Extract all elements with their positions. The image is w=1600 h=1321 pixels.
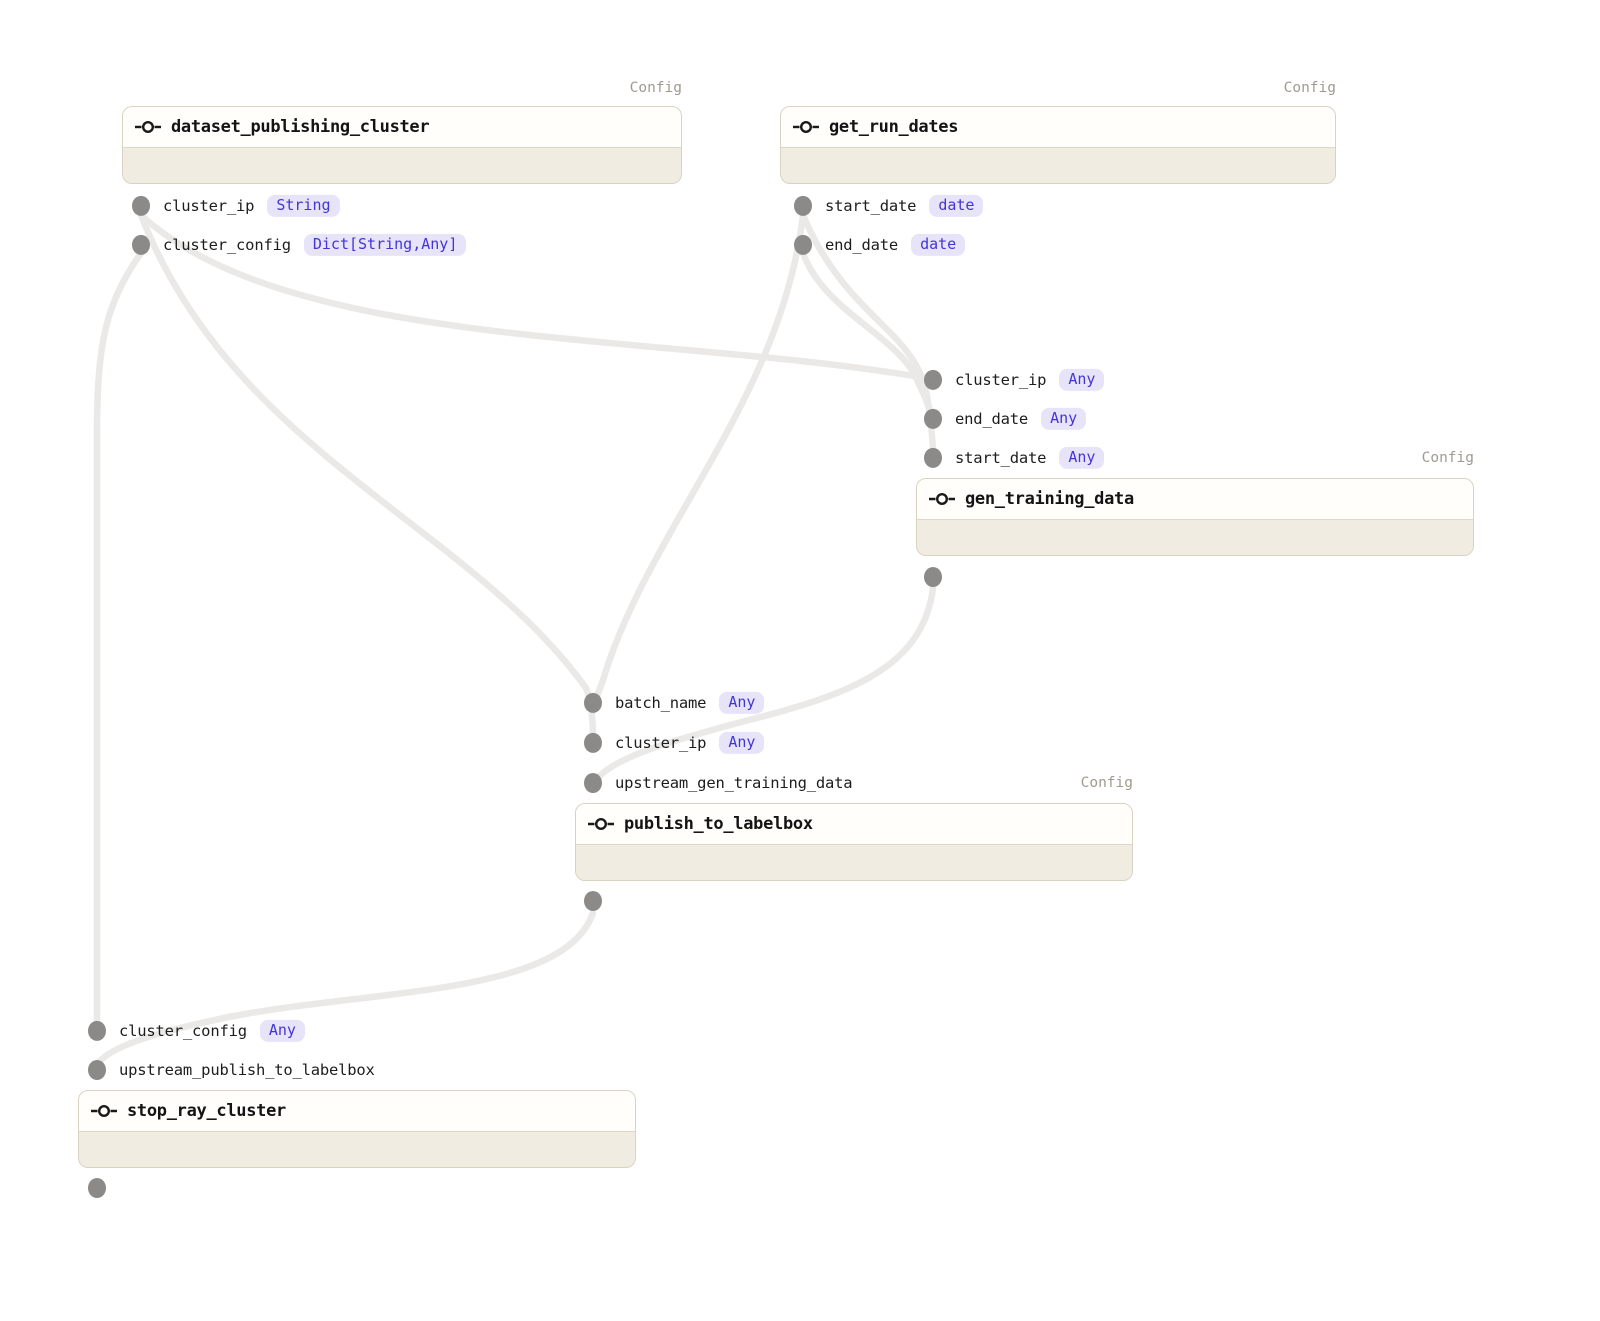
output-port-row-cluster_ip-dataset_publishing_cluster: cluster_ip String (132, 194, 340, 218)
output-port-row-result-gen_training_data (924, 567, 942, 587)
output-port-row-result-stop_ray_cluster (88, 1178, 106, 1198)
node-header: dataset_publishing_cluster (123, 107, 681, 148)
input-port-row-end_date-gen_training_data: end_date Any (924, 407, 1087, 431)
node-body (576, 845, 1132, 880)
config-label-dataset_publishing_cluster: Config (629, 80, 682, 96)
input-port-row-batch_name-publish_to_labelbox: batch_name Any (584, 691, 765, 715)
node-title: get_run_dates (829, 117, 959, 137)
output-port-row-start_date-get_run_dates: start_date date (794, 194, 984, 218)
node-body (79, 1132, 635, 1167)
node-title: publish_to_labelbox (624, 814, 813, 834)
op-icon (929, 492, 955, 506)
port-label: start_date (825, 197, 917, 215)
output-port-dot[interactable] (132, 196, 150, 216)
input-port-row-upstream_publish_to_labelbox-stop_ray_cluster: upstream_publish_to_labelbox (88, 1060, 375, 1080)
port-label: cluster_config (163, 236, 291, 254)
type-badge: date (911, 233, 966, 257)
input-port-dot[interactable] (584, 773, 602, 793)
op-icon (91, 1104, 117, 1118)
node-header: get_run_dates (781, 107, 1335, 148)
type-badge: Any (1059, 368, 1105, 392)
node-body (123, 148, 681, 183)
edge-publish_to_labelbox-output-to-stop_ray_cluster-upstream_publish_to_labelbox (93, 909, 597, 1069)
op-node-publish_to_labelbox[interactable]: publish_to_labelbox (575, 803, 1133, 881)
port-label: start_date (955, 449, 1047, 467)
node-title: dataset_publishing_cluster (171, 117, 430, 137)
type-badge: String (267, 194, 340, 218)
node-title: stop_ray_cluster (127, 1101, 286, 1121)
node-title: gen_training_data (965, 489, 1134, 509)
type-badge: Dict[String,Any] (303, 233, 467, 257)
port-label: end_date (955, 410, 1029, 428)
node-header: gen_training_data (917, 479, 1473, 520)
node-body (781, 148, 1335, 183)
type-badge: date (929, 194, 984, 218)
port-label: cluster_ip (615, 734, 707, 752)
port-label: batch_name (615, 694, 707, 712)
output-port-dot[interactable] (88, 1178, 106, 1198)
port-label: cluster_config (119, 1022, 247, 1040)
input-port-dot[interactable] (584, 693, 602, 713)
type-badge: Any (719, 691, 765, 715)
port-label: cluster_ip (955, 371, 1047, 389)
node-header: publish_to_labelbox (576, 804, 1132, 845)
edge-dataset_publishing_cluster-cluster_config-to-stop_ray_cluster-cluster_config (93, 249, 145, 1027)
op-icon (135, 120, 161, 134)
edge-get_run_dates-end_date-to-gen_training_data-end_date (799, 249, 935, 420)
output-port-dot[interactable] (794, 196, 812, 216)
op-node-get_run_dates[interactable]: get_run_dates (780, 106, 1336, 184)
node-body (917, 520, 1473, 555)
op-node-gen_training_data[interactable]: gen_training_data (916, 478, 1474, 556)
edge-get_run_dates-start_date-to-publish_to_labelbox-batch_name (590, 211, 807, 706)
output-port-dot[interactable] (584, 891, 602, 911)
type-badge: Any (719, 731, 765, 755)
edge-dataset_publishing_cluster-cluster_ip-to-publish_to_labelbox-cluster_ip (137, 211, 597, 744)
port-label: end_date (825, 236, 899, 254)
config-label-get_run_dates: Config (1283, 80, 1336, 96)
output-port-dot[interactable] (924, 567, 942, 587)
op-icon (793, 120, 819, 134)
type-badge: Any (259, 1019, 305, 1043)
port-label: cluster_ip (163, 197, 255, 215)
input-port-row-cluster_ip-publish_to_labelbox: cluster_ip Any (584, 731, 765, 755)
type-badge: Any (1041, 407, 1087, 431)
input-port-dot[interactable] (88, 1021, 106, 1041)
op-node-stop_ray_cluster[interactable]: stop_ray_cluster (78, 1090, 636, 1168)
node-header: stop_ray_cluster (79, 1091, 635, 1132)
output-port-row-result-publish_to_labelbox (584, 891, 602, 911)
input-port-dot[interactable] (88, 1060, 106, 1080)
output-port-row-cluster_config-dataset_publishing_cluster: cluster_config Dict[String,Any] (132, 233, 467, 257)
port-label: upstream_publish_to_labelbox (119, 1061, 375, 1079)
config-label-publish_to_labelbox: Config (1080, 775, 1133, 791)
op-node-dataset_publishing_cluster[interactable]: dataset_publishing_cluster (122, 106, 682, 184)
output-port-row-end_date-get_run_dates: end_date date (794, 233, 966, 257)
input-port-row-upstream_gen_training_data-publish_to_labelbox: upstream_gen_training_data (584, 773, 853, 793)
input-port-dot[interactable] (924, 370, 942, 390)
input-port-dot[interactable] (584, 733, 602, 753)
input-port-row-start_date-gen_training_data: start_date Any (924, 446, 1105, 470)
input-port-dot[interactable] (924, 448, 942, 468)
type-badge: Any (1059, 446, 1105, 470)
input-port-dot[interactable] (924, 409, 942, 429)
port-label: upstream_gen_training_data (615, 774, 853, 792)
op-icon (588, 817, 614, 831)
output-port-dot[interactable] (132, 235, 150, 255)
input-port-row-cluster_ip-gen_training_data: cluster_ip Any (924, 368, 1105, 392)
output-port-dot[interactable] (794, 235, 812, 255)
config-label-gen_training_data: Config (1421, 450, 1474, 466)
input-port-row-cluster_config-stop_ray_cluster: cluster_config Any (88, 1019, 305, 1043)
